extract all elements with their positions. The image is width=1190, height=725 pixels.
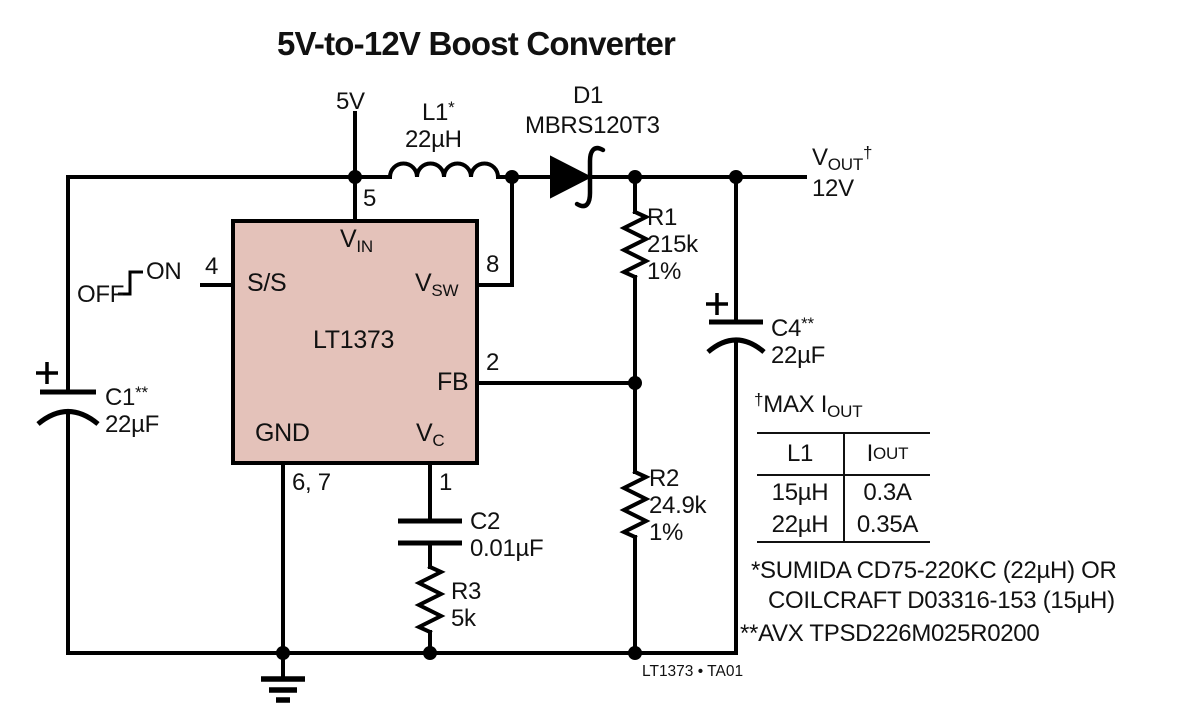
diode-symbol xyxy=(550,145,606,209)
pin-number-5: 5 xyxy=(363,185,377,212)
iout-table-title: †MAX IOUT xyxy=(754,390,863,421)
on-label: ON xyxy=(146,258,182,285)
resistor-r1-symbol xyxy=(619,209,651,280)
ic-body xyxy=(231,219,479,465)
page-title: 5V-to-12V Boost Converter xyxy=(276,25,676,62)
junction-nodes xyxy=(276,170,743,660)
node-gnd xyxy=(276,646,290,660)
iout-table-header-l1: L1 xyxy=(786,440,814,468)
pin-number-2: 2 xyxy=(486,349,500,376)
d1-name-label: D1 xyxy=(573,82,604,109)
pin-number-6-7: 6, 7 xyxy=(292,469,331,496)
pin-number-8: 8 xyxy=(486,251,500,278)
vout-value-label: 12V xyxy=(812,175,854,202)
input-voltage-label: 5V xyxy=(336,88,365,115)
ground-icon xyxy=(261,653,305,703)
cell-iout-row2: 0.35A xyxy=(843,508,930,542)
vout-label: VOUT† xyxy=(812,143,873,174)
node-fb xyxy=(628,376,642,390)
node-5v xyxy=(348,170,362,184)
footnote-inductor-line2: COILCRAFT D03316-153 (15µH) xyxy=(768,587,1115,614)
inductor-symbol xyxy=(387,161,501,180)
ic-pin-gnd: GND xyxy=(255,419,310,447)
node-r3-gnd xyxy=(423,646,437,660)
footnote-capacitor: **AVX TPSD226M025R0200 xyxy=(740,620,1040,647)
d1-part-label: MBRS120T3 xyxy=(525,112,660,139)
r1-label: R1 215k 1% xyxy=(647,204,698,285)
node-vout xyxy=(729,170,743,184)
ic-pin-fb: FB xyxy=(437,368,469,396)
ic-pin-ss: S/S xyxy=(247,269,287,297)
vsw-pin-wire xyxy=(475,175,514,287)
c4-label: C4** 22µF xyxy=(771,314,825,369)
cell-l1-row2: 22µH xyxy=(771,510,829,538)
cell-iout-row1: 0.3A xyxy=(843,476,930,509)
node-vsw xyxy=(505,170,519,184)
iout-table-row: 15µH 0.3A xyxy=(757,476,930,509)
cell-l1-row1: 15µH xyxy=(771,478,829,506)
r3-label: R3 5k xyxy=(451,578,482,632)
c1-plus-icon xyxy=(36,362,58,384)
c2-label: C2 0.01µF xyxy=(470,508,544,562)
ic-part-number: LT1373 xyxy=(313,326,395,354)
ic-pin-vsw: VSW xyxy=(415,269,459,300)
node-r2-gnd xyxy=(628,646,642,660)
resistor-r2-symbol xyxy=(619,469,651,540)
doc-id-label: LT1373 • TA01 xyxy=(642,663,744,680)
l1-value-label: 22µH xyxy=(405,126,462,153)
c1-label: C1** 22µF xyxy=(105,383,159,438)
node-diode-out xyxy=(628,170,642,184)
pin-number-1: 1 xyxy=(439,469,453,496)
pin-number-4: 4 xyxy=(205,253,219,280)
capacitor-c1-symbol xyxy=(36,362,100,426)
ic-pin-vc: VC xyxy=(416,419,445,450)
capacitor-c4-symbol xyxy=(706,293,766,354)
footnote-inductor-line1: *SUMIDA CD75-220KC (22µH) OR xyxy=(751,557,1117,584)
capacitor-c2-symbol xyxy=(398,518,462,546)
ic-pin-vin: VIN xyxy=(340,225,373,256)
l1-name-label: L1* xyxy=(422,98,455,126)
off-label: OFF xyxy=(77,281,125,308)
step-waveform-icon xyxy=(118,270,143,296)
resistor-r3-symbol xyxy=(414,564,446,635)
r2-label: R2 24.9k 1% xyxy=(649,465,707,546)
iout-table-row: 22µH 0.35A xyxy=(757,508,930,542)
c4-plus-icon xyxy=(706,293,728,315)
